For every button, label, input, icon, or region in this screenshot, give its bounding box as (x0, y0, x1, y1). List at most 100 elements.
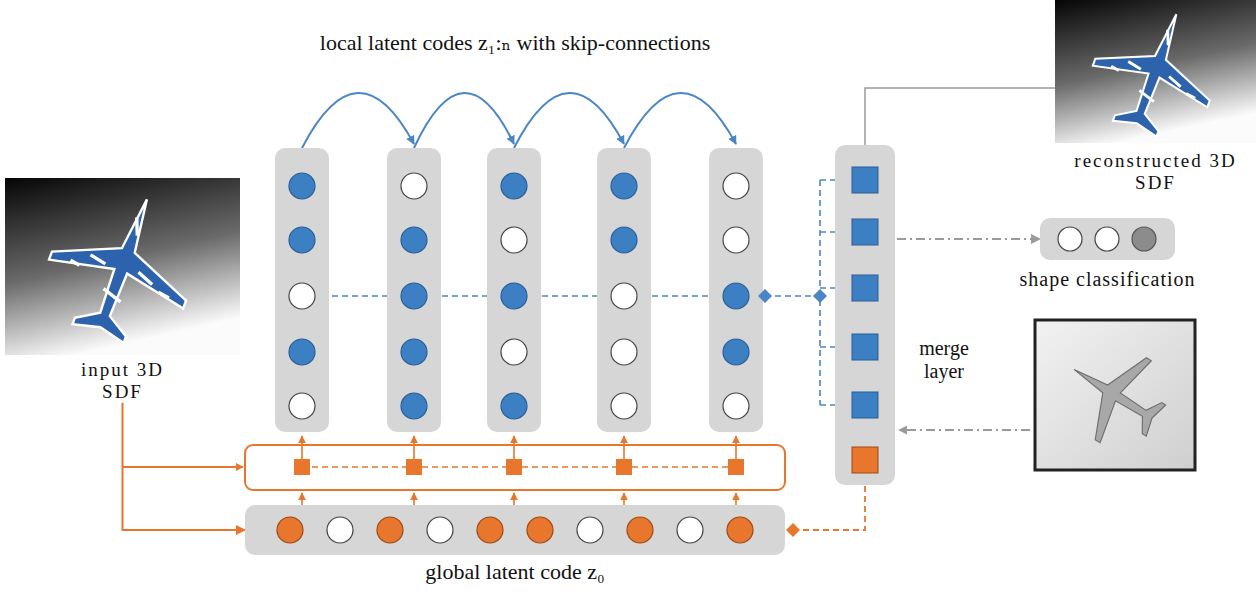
shape-circle (627, 517, 653, 543)
shape-circle (377, 517, 403, 543)
shape-circle (289, 339, 315, 365)
shape-circle (527, 517, 553, 543)
node-label: shape classification (1019, 268, 1195, 291)
shape-circle (723, 283, 749, 309)
node-label: reconstructed 3D SDF (1063, 150, 1248, 194)
node-label: input 3D SDF (68, 359, 178, 403)
latent-column (487, 148, 541, 432)
shape-path (31, 178, 214, 355)
shape-g (1048, 328, 1181, 461)
shape-rect (406, 459, 422, 475)
shape-path (413, 436, 415, 459)
shape-circle (1132, 227, 1156, 251)
shape-circle (727, 517, 753, 543)
shape-path (1077, 0, 1233, 143)
shape-g (294, 436, 744, 505)
shape-path (1105, 16, 1214, 115)
classification-band: shape classification (1040, 218, 1175, 260)
shape-rect (852, 334, 878, 360)
shape-circle (289, 393, 315, 419)
render-view-box (1035, 320, 1195, 470)
shape-rect (852, 392, 878, 418)
shape-circle (289, 173, 315, 199)
shape-rect (728, 459, 744, 475)
shape-path (414, 93, 514, 148)
input-branch-arrow (123, 466, 244, 468)
shape-circle (401, 339, 427, 365)
connector (865, 88, 1055, 145)
shape-rect (387, 148, 441, 432)
shape-circle (501, 283, 527, 309)
connector (793, 485, 865, 530)
global-latent-band: global latent code z₀ (245, 505, 785, 555)
shape-rect (294, 459, 310, 475)
shape-circle (477, 517, 503, 543)
shape-path (514, 93, 624, 148)
node-label: merge layer (909, 337, 979, 383)
shape-path (413, 493, 415, 505)
header-label: local latent codes z₁:ₙ with skip-connec… (320, 30, 710, 56)
shape-circle (501, 393, 527, 419)
shape-circle (427, 517, 453, 543)
merge-layer-column-drawing (835, 145, 895, 485)
latent-column (275, 148, 329, 432)
shape-path (1048, 328, 1181, 461)
shape-path (63, 201, 191, 317)
shape-path (765, 295, 820, 297)
shape-g (1077, 0, 1233, 143)
shape-path (735, 436, 737, 459)
shape-circle (501, 227, 527, 253)
shape-circle (501, 339, 527, 365)
shape-circle (677, 517, 703, 543)
classification-band-drawing (1040, 218, 1175, 260)
shape-rect (852, 275, 878, 301)
shape-circle (289, 283, 315, 309)
shape-circle (611, 173, 637, 199)
render-input-arrow (899, 429, 1030, 431)
reconstructed-sdf-panel: reconstructed 3D SDF (1055, 0, 1256, 143)
connector-diamond (758, 289, 772, 303)
shape-rect (616, 459, 632, 475)
latent-column (387, 148, 441, 432)
shape-circle (723, 227, 749, 253)
shape-circle (577, 517, 603, 543)
shape-path (301, 436, 303, 459)
shape-circle (327, 517, 353, 543)
shape-rect (245, 445, 785, 490)
reconstructed-sdf-panel-drawing (1055, 0, 1256, 143)
shape-path (513, 436, 515, 459)
connector (897, 238, 1040, 240)
shape-rect (487, 148, 541, 432)
input-sdf-panel: input 3D SDF (5, 178, 240, 403)
shape-path (735, 493, 737, 505)
shape-circle (401, 393, 427, 419)
shape-circle (289, 227, 315, 253)
shape-rect (597, 148, 651, 432)
shape-circle (401, 173, 427, 199)
shape-rect (709, 148, 763, 432)
shape-circle (611, 227, 637, 253)
shape-rect (275, 148, 329, 432)
shape-path (513, 493, 515, 505)
shape-rect (245, 505, 785, 555)
latent-column (709, 148, 763, 432)
shape-rect (1040, 218, 1175, 260)
shape-rect (852, 167, 878, 193)
shape-path (624, 93, 736, 148)
shape-circle (723, 393, 749, 419)
shape-circle (611, 393, 637, 419)
latent-column (597, 148, 651, 432)
shape-circle (611, 283, 637, 309)
local-latent-columns (275, 148, 765, 432)
orange-code-row (245, 436, 785, 505)
shape-rect (835, 145, 895, 485)
shape-circle (401, 283, 427, 309)
shape-path (302, 93, 414, 148)
shape-circle (501, 173, 527, 199)
shape-path (623, 493, 625, 505)
input-sdf-panel-drawing (5, 178, 240, 355)
connector-diamond (813, 289, 827, 303)
global-latent-band-drawing (245, 505, 785, 555)
shape-circle (611, 339, 637, 365)
